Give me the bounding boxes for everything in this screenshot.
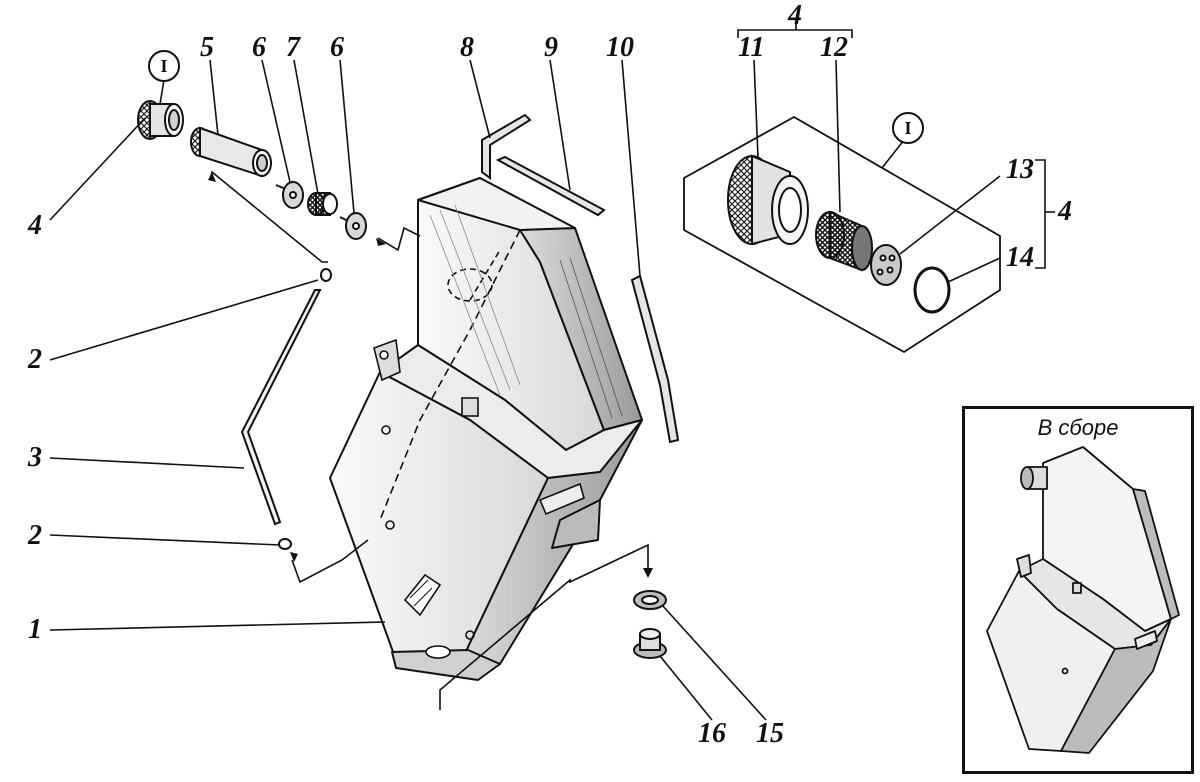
part-6-washer-a bbox=[275, 181, 304, 209]
hopper-body bbox=[329, 177, 643, 681]
assembled-view-inset: В сборе bbox=[962, 406, 1194, 774]
leader-lines bbox=[49, 22, 1055, 721]
callout-16: 16 bbox=[698, 718, 726, 749]
part-5-sleeve bbox=[190, 126, 272, 178]
callout-7: 7 bbox=[286, 32, 300, 63]
part-13-disc bbox=[870, 244, 902, 286]
arrowheads bbox=[208, 172, 653, 578]
callout-4-right: 4 bbox=[1058, 196, 1072, 227]
callout-6-b: 6 bbox=[330, 32, 344, 63]
part-9-strip bbox=[495, 155, 606, 217]
callout-15: 15 bbox=[756, 718, 784, 749]
callout-2-a: 2 bbox=[28, 344, 42, 375]
part-4-coupling bbox=[137, 100, 184, 140]
callout-9: 9 bbox=[544, 32, 558, 63]
callout-14: 14 bbox=[1006, 242, 1034, 273]
part-3-rod bbox=[240, 289, 322, 526]
part-14-ring bbox=[913, 266, 951, 314]
inset-title: В сборе bbox=[1037, 415, 1119, 440]
part-15-gasket bbox=[633, 590, 667, 610]
assembled-hopper-drawing bbox=[986, 446, 1180, 754]
part-8-angle bbox=[481, 113, 532, 180]
part-2-pin-b bbox=[278, 538, 292, 550]
callout-3: 3 bbox=[28, 442, 42, 473]
callout-1: 1 bbox=[28, 614, 42, 645]
part-11-nut bbox=[727, 154, 809, 246]
callout-2-b: 2 bbox=[28, 520, 42, 551]
hopper-details bbox=[373, 204, 623, 659]
part-6-washer-b bbox=[339, 212, 367, 240]
detail-marker-i-right: I bbox=[892, 112, 924, 144]
part-2-pin-a bbox=[320, 268, 332, 282]
callout-4-top: 4 bbox=[788, 0, 802, 31]
callout-5: 5 bbox=[200, 32, 214, 63]
part-12-mesh-filter bbox=[815, 210, 873, 272]
detail-i-panel bbox=[683, 115, 1001, 354]
callout-11: 11 bbox=[738, 32, 765, 63]
callout-13: 13 bbox=[1006, 154, 1034, 185]
callout-6-a: 6 bbox=[252, 32, 266, 63]
detail-marker-i-left: I bbox=[148, 50, 180, 82]
callout-10: 10 bbox=[606, 32, 634, 63]
callout-4-left: 4 bbox=[28, 210, 42, 241]
callout-8: 8 bbox=[460, 32, 474, 63]
part-16-plug bbox=[633, 628, 667, 659]
callout-12: 12 bbox=[820, 32, 848, 63]
part-7-spring bbox=[307, 192, 338, 216]
